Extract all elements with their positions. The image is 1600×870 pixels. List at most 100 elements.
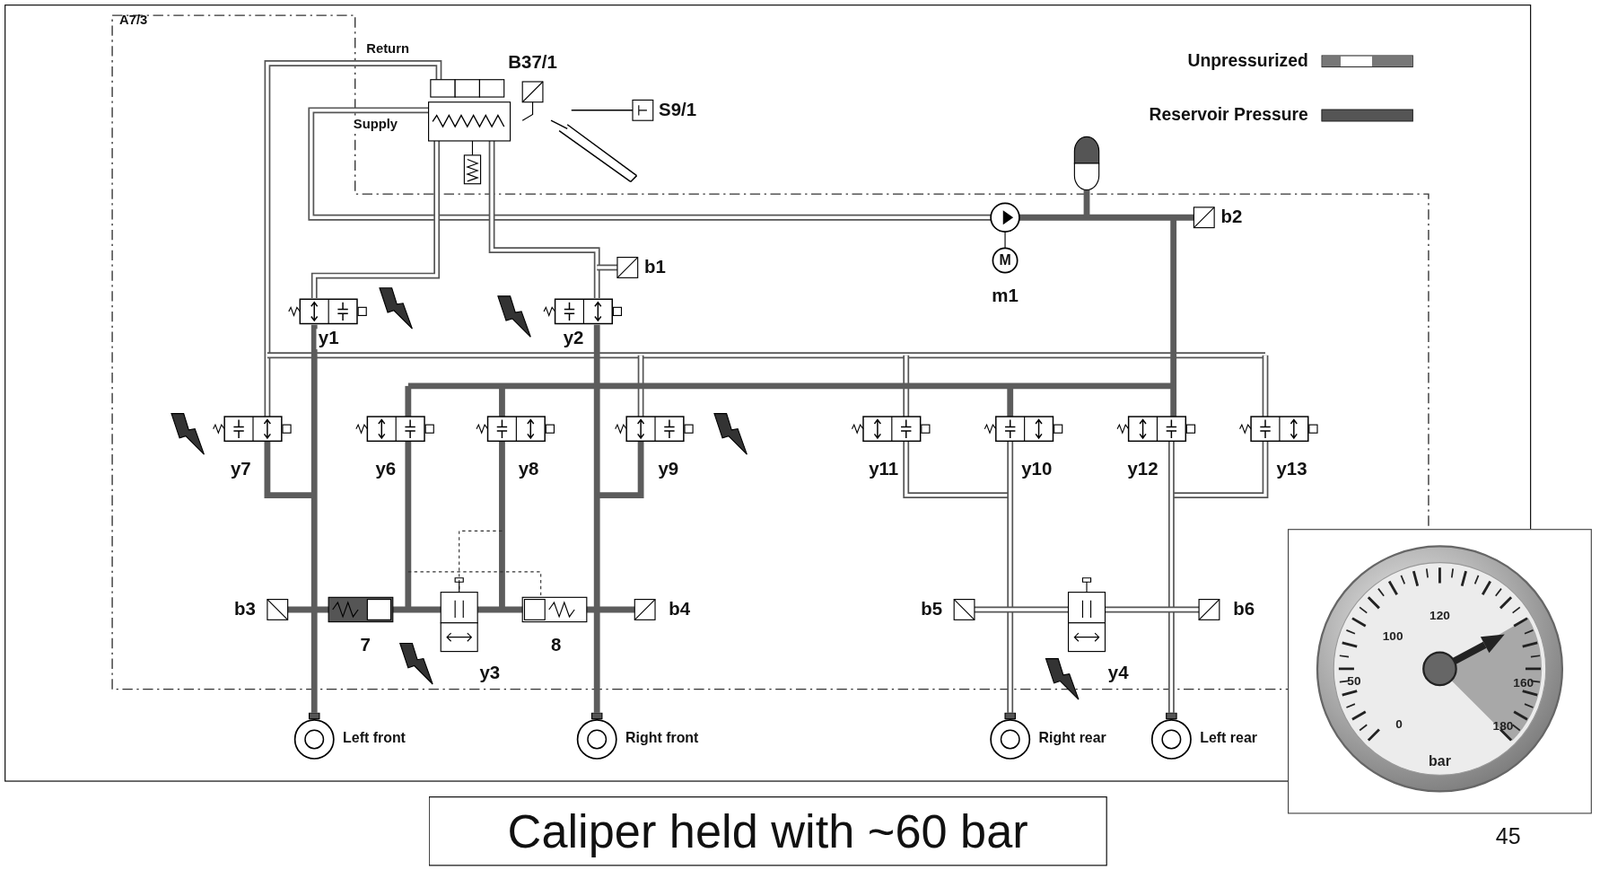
part-label: y12 <box>1125 459 1161 481</box>
valve-coil <box>425 424 434 433</box>
gauge-tick <box>1522 642 1538 647</box>
flow-arrow <box>527 419 534 438</box>
gauge-tick <box>1512 724 1521 730</box>
accumulator-bottom <box>1074 163 1099 191</box>
part-label: b5 <box>918 599 945 621</box>
fault-bolt <box>379 288 412 329</box>
valve-port <box>454 79 480 97</box>
part-label: y9 <box>655 459 681 481</box>
part-label: y8 <box>515 459 541 481</box>
caption-text: Caliper held with ~60 bar <box>507 803 1029 858</box>
part-label: y3 <box>477 663 502 684</box>
pressure-sensor <box>1198 599 1220 621</box>
gauge-tick <box>1342 642 1357 647</box>
wheel-symbol <box>574 712 621 760</box>
return-line <box>1168 440 1175 713</box>
gauge-face <box>1333 562 1547 776</box>
flow-arrow <box>594 302 602 321</box>
gauge-tick <box>1352 618 1366 627</box>
wheel-rim <box>295 719 334 759</box>
valve-spring <box>476 424 489 433</box>
return-line-core <box>311 110 992 218</box>
wheel-hub <box>587 729 606 748</box>
pressure-sensor <box>1193 207 1215 228</box>
wheel-symbol <box>987 712 1035 760</box>
blocked-port <box>564 302 575 321</box>
wheel-fitting <box>1166 712 1177 719</box>
flow-arrow <box>1290 419 1297 438</box>
valve-spring <box>615 424 628 433</box>
valve-port <box>430 79 455 97</box>
valve-spring <box>432 115 505 128</box>
wheel-label: Left rear <box>1199 728 1258 745</box>
gauge-tick <box>1359 724 1367 730</box>
piston-8 <box>522 596 587 621</box>
pump-symbol <box>990 202 1020 232</box>
wheel-rim <box>577 719 617 759</box>
wheel-label: Right rear <box>1039 728 1107 745</box>
part-label: y1 <box>315 328 341 350</box>
wheel-rim <box>990 719 1030 759</box>
gauge-tick <box>1513 711 1528 720</box>
gauge-tick <box>1368 728 1380 740</box>
gauge-tick <box>1378 588 1384 596</box>
pressure-line <box>408 382 1174 389</box>
sensor-mark <box>522 81 543 121</box>
wheel-fitting <box>592 712 603 719</box>
gauge-scale-number: 180 <box>1493 718 1514 734</box>
housing-outline <box>112 15 1429 690</box>
gauge-tick <box>1522 690 1538 695</box>
switch-mark <box>638 104 647 115</box>
fault-bolt <box>498 296 531 337</box>
gauge-scale-number: 50 <box>1346 673 1361 689</box>
valve-divider <box>583 298 585 324</box>
solenoid-valve <box>488 416 546 441</box>
sensor-diagonal <box>634 599 656 621</box>
wheel-label: Right front <box>625 728 699 745</box>
gauge-tick <box>1530 655 1540 656</box>
wheel-symbol <box>291 712 339 760</box>
part-label: m1 <box>989 286 1021 307</box>
part-label: 45 <box>1493 824 1522 850</box>
gauge-tick <box>1461 570 1466 586</box>
gauge-tick <box>1346 629 1355 634</box>
pressure-line <box>404 385 411 417</box>
solenoid-valve <box>224 416 282 441</box>
wheel-node: Right rear <box>987 712 1111 760</box>
valve-coil <box>1186 424 1195 433</box>
valve-divider <box>515 416 517 441</box>
wheel-hub <box>305 729 324 748</box>
piston-head <box>367 599 391 621</box>
gauge-scale-number: 100 <box>1382 629 1404 644</box>
gauge-tick <box>1368 596 1380 608</box>
return-line-core <box>1263 355 1267 417</box>
piston-7 <box>328 596 394 621</box>
blocked-port <box>337 302 348 321</box>
sensor-diagonal <box>267 599 289 621</box>
gauge-tick <box>1413 570 1417 586</box>
part-label: A7/3 <box>117 13 150 28</box>
sensor-diagonal <box>953 599 975 621</box>
pressure-sensor <box>953 599 975 621</box>
gauge-scale-number: bar <box>1428 751 1452 769</box>
return-line-core <box>491 140 597 298</box>
valve-spring <box>213 424 226 433</box>
flow-arrow <box>378 419 385 438</box>
solenoid-valve <box>367 416 425 441</box>
brake-pedal <box>550 110 638 183</box>
return-line-core <box>1008 440 1012 713</box>
return-line-core <box>267 63 439 418</box>
gauge-dial <box>1288 529 1592 813</box>
gauge-tick <box>1451 568 1453 578</box>
gauge-tick <box>1359 606 1367 613</box>
return-line <box>1171 440 1266 495</box>
wheel-hub <box>1162 729 1181 748</box>
gauge-tick <box>1389 580 1398 595</box>
blocked-port <box>1005 419 1015 438</box>
piston-head <box>524 599 545 621</box>
part-label: b6 <box>1231 599 1257 621</box>
gauge-scale-number: 120 <box>1429 608 1451 623</box>
part-label: y10 <box>1019 459 1055 481</box>
valve-coil <box>1054 424 1063 433</box>
valve-coil <box>358 306 367 315</box>
